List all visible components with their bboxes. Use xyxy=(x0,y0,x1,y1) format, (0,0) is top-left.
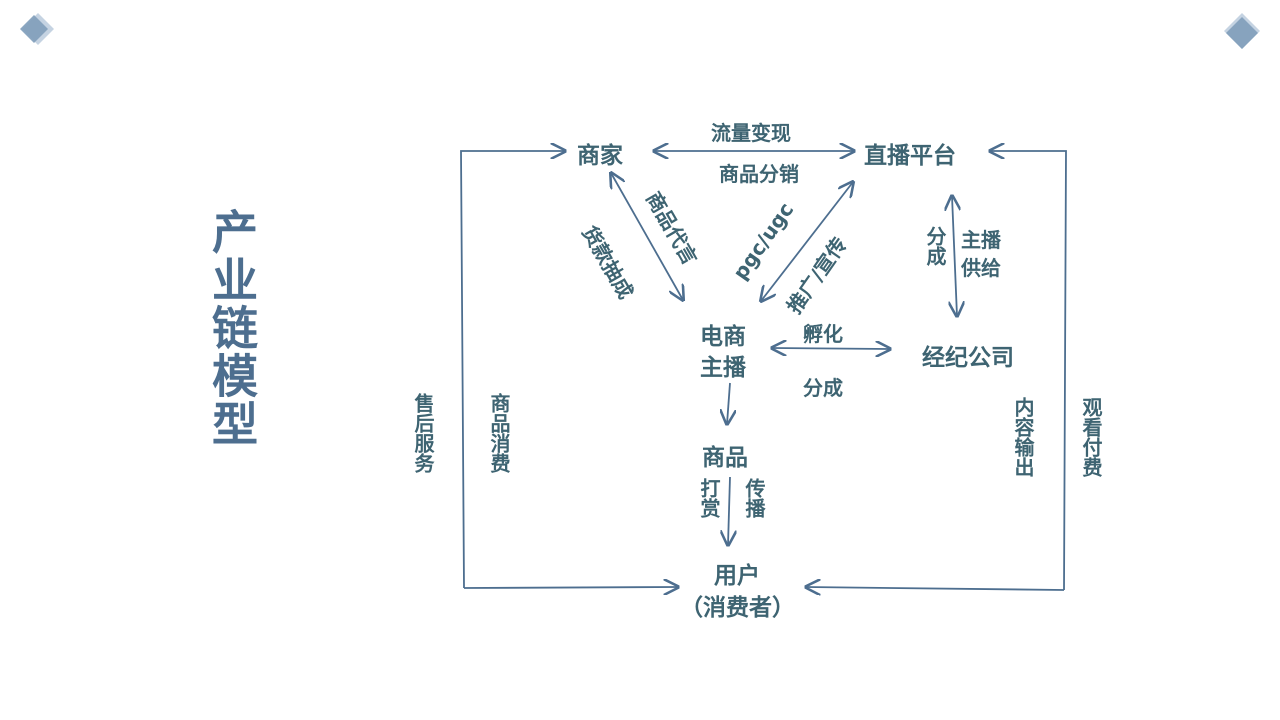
edge-label-traffic: 流量变现 xyxy=(711,121,791,145)
edge-label-incubate: 孵化 xyxy=(803,322,843,346)
edge-label-spread: 传播 xyxy=(742,478,766,518)
node-anchor-line1: 电商 xyxy=(700,324,746,350)
arrow-right-loop-to-platform xyxy=(990,151,1067,591)
node-user-line1: 用户 xyxy=(714,563,760,589)
arrow-right-loop-to-user xyxy=(806,587,1065,590)
node-anchor-line2: 主播 xyxy=(700,355,746,381)
arrow-left-loop-to-user xyxy=(463,587,678,588)
edge-label-supply: 主播供给 xyxy=(961,228,1001,280)
node-platform: 直播平台 xyxy=(864,143,956,169)
corner-deco-right xyxy=(1224,13,1260,49)
edge-label-distribution: 商品分销 xyxy=(719,162,799,186)
arrow-anchor-goods xyxy=(727,382,730,424)
edge-label-share-bottom: 分成 xyxy=(803,376,843,400)
node-agency: 经纪公司 xyxy=(922,345,1014,371)
edge-label-content: 内容输出 xyxy=(1011,397,1035,477)
edge-label-tip: 打赏 xyxy=(697,478,721,518)
arrow-left-loop-to-merchant xyxy=(460,151,565,589)
edge-label-consume: 商品消费 xyxy=(487,393,511,473)
edge-label-share-left: 分成 xyxy=(923,226,947,266)
corner-deco-left xyxy=(20,13,54,45)
arrow-goods-user xyxy=(728,476,730,545)
page-title: 产业链模型 xyxy=(205,208,259,448)
arrow-platform-agency xyxy=(952,196,957,316)
edge-label-after-sales: 售后服务 xyxy=(411,393,435,473)
edge-label-paid-view: 观看付费 xyxy=(1079,397,1103,477)
arrow-anchor-agency xyxy=(772,348,890,349)
node-user-line2: （消费者） xyxy=(680,595,795,621)
node-goods: 商品 xyxy=(702,445,748,471)
arrow-platform-anchor xyxy=(761,182,853,301)
arrow-merchant-anchor xyxy=(611,173,683,300)
node-merchant: 商家 xyxy=(577,143,623,169)
